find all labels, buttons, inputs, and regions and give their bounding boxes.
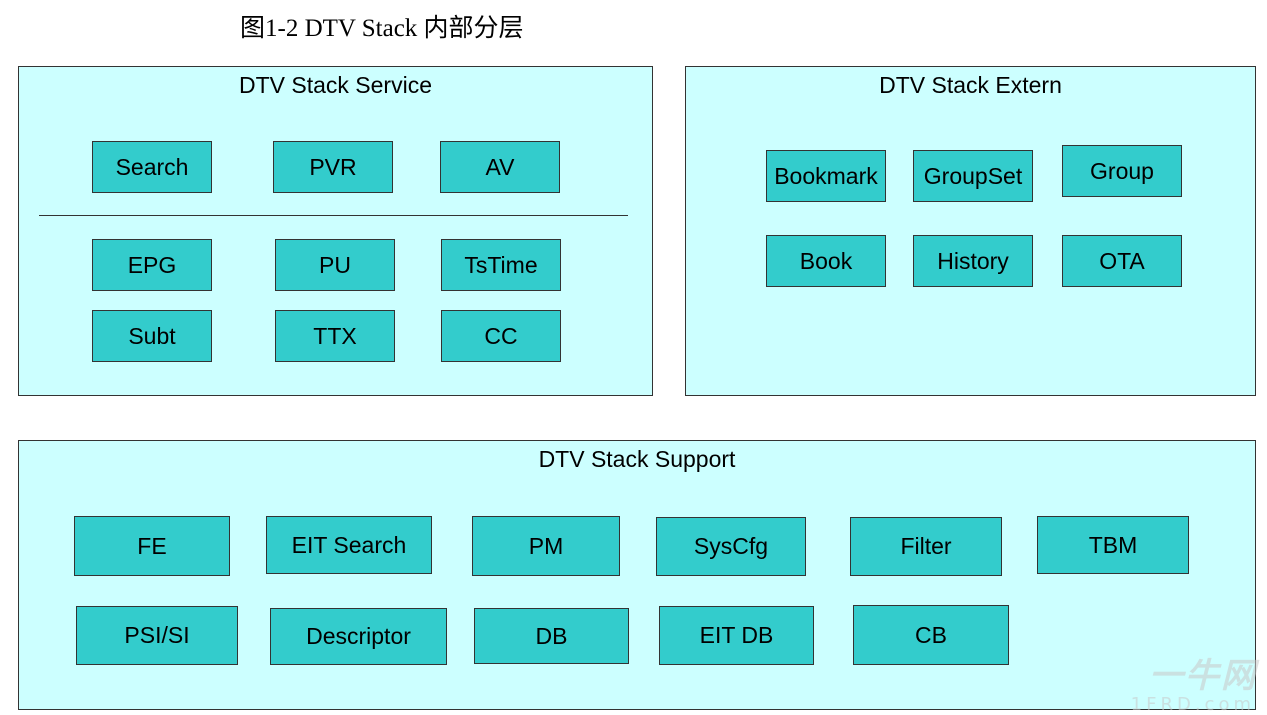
service-panel: DTV Stack Service Search PVR AV EPG PU T…: [18, 66, 653, 396]
extern-box-bookmark: Bookmark: [766, 150, 886, 202]
extern-box-group: Group: [1062, 145, 1182, 197]
support-box-eit-search: EIT Search: [266, 516, 432, 574]
service-box-subt: Subt: [92, 310, 212, 362]
support-box-eit-db: EIT DB: [659, 606, 814, 665]
extern-panel-title: DTV Stack Extern: [879, 72, 1062, 98]
extern-box-history: History: [913, 235, 1033, 287]
support-box-pm: PM: [472, 516, 620, 576]
support-box-psi-si: PSI/SI: [76, 606, 238, 665]
service-box-ttx: TTX: [275, 310, 395, 362]
service-box-search: Search: [92, 141, 212, 193]
service-box-tstime: TsTime: [441, 239, 561, 291]
service-box-av: AV: [440, 141, 560, 193]
service-box-cc: CC: [441, 310, 561, 362]
service-divider: [39, 215, 628, 216]
service-box-pu: PU: [275, 239, 395, 291]
support-box-tbm: TBM: [1037, 516, 1189, 574]
service-box-epg: EPG: [92, 239, 212, 291]
extern-box-book: Book: [766, 235, 886, 287]
support-panel: DTV Stack Support FE EIT Search PM SysCf…: [18, 440, 1256, 710]
support-box-fe: FE: [74, 516, 230, 576]
figure-title: 图1-2 DTV Stack 内部分层: [240, 15, 524, 42]
watermark-logo: 一牛网: [1149, 656, 1257, 696]
extern-panel: DTV Stack Extern Bookmark GroupSet Group…: [685, 66, 1256, 396]
support-box-db: DB: [474, 608, 629, 664]
support-box-descriptor: Descriptor: [270, 608, 447, 665]
extern-box-ota: OTA: [1062, 235, 1182, 287]
watermark-domain: 1FRD.com: [1130, 694, 1255, 715]
support-box-filter: Filter: [850, 517, 1002, 576]
service-box-pvr: PVR: [273, 141, 393, 193]
extern-box-groupset: GroupSet: [913, 150, 1033, 202]
support-box-syscfg: SysCfg: [656, 517, 806, 576]
support-box-cb: CB: [853, 605, 1009, 665]
service-panel-title: DTV Stack Service: [239, 72, 432, 98]
support-panel-title: DTV Stack Support: [538, 446, 736, 472]
